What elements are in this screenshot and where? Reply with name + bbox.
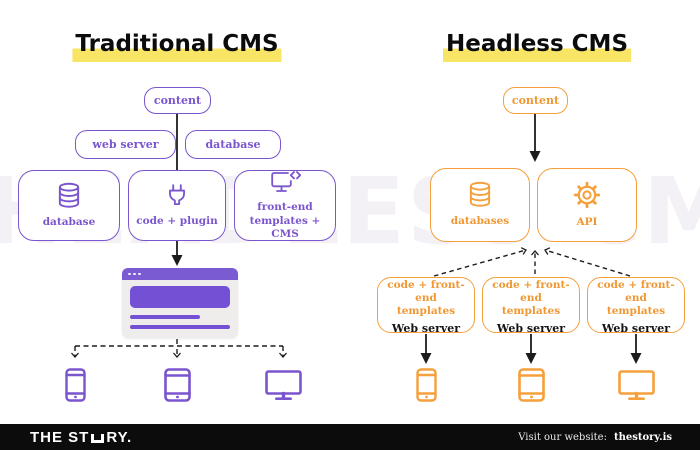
right-column-title: Headless CMS [442,33,632,62]
browser-dot-icon [138,272,141,276]
left-frontend-templates-box: front-end templates + CMS [234,170,336,241]
right-databases-box: databases [430,168,530,242]
server3-templates-line2: templates [606,305,666,318]
tablet-icon [164,368,191,402]
left-database-pill-box: database [185,130,281,159]
left-frontend-templates-label-line1: front-end [257,201,313,214]
logo-o-box-icon [91,434,105,443]
server2-templates-line2: templates [501,305,561,318]
left-frontend-templates-label-line2: templates + CMS [249,214,321,241]
browser-hero-block [130,286,230,308]
web-server-box-2: code + front-end templates Web server [482,277,580,336]
database-icon [55,182,83,210]
tablet-icon [518,368,545,402]
browser-window-illustration [122,268,238,338]
server1-templates-line1: code + front-end [387,278,465,305]
left-content-box: content [144,87,211,114]
browser-titlebar [122,268,238,280]
monitor-code-icon [269,169,302,195]
right-content-box: content [503,87,568,114]
monitor-icon [618,370,655,401]
browser-text-line [130,315,200,319]
web-server-box-3: code + front-end templates Web server [587,277,685,336]
browser-text-line [130,325,230,329]
website-url: thestory.is [613,431,672,443]
phone-icon [65,368,86,402]
gear-icon [572,180,602,210]
server1-templates-line2: templates [396,305,456,318]
right-databases-label: databases [450,215,510,228]
browser-dot-icon [128,272,131,276]
left-web-server-box: web server [75,130,176,159]
server3-templates-line1: code + front-end [597,278,675,305]
left-code-plugin-label: code + plugin [136,214,218,227]
right-api-label: API [576,216,598,229]
left-column-title: Traditional CMS [72,33,282,62]
right-api-box: API [537,168,637,242]
server2-web-server-label: Web server [496,322,566,336]
left-database-label: database [42,215,96,228]
footer-bar: THE ST RY. Visit our website: thestory.i… [0,424,700,450]
web-server-box-1: code + front-end templates Web server [377,277,475,336]
left-database-box: database [18,170,120,241]
monitor-icon [265,370,302,401]
browser-dot-icon [133,272,136,276]
left-code-plugin-box: code + plugin [128,170,226,241]
server3-web-server-label: Web server [601,322,671,336]
plug-icon [164,183,190,209]
logo-text-prefix: THE ST [30,428,90,446]
visit-website-note: Visit our website: thestory.is [518,432,672,443]
logo-text-suffix: RY. [106,428,133,446]
the-story-logo: THE ST RY. [30,429,132,446]
server2-templates-line1: code + front-end [492,278,570,305]
server1-web-server-label: Web server [391,322,461,336]
database-icon [466,181,494,209]
phone-icon [416,368,437,402]
visit-label: Visit our website: [518,431,607,443]
